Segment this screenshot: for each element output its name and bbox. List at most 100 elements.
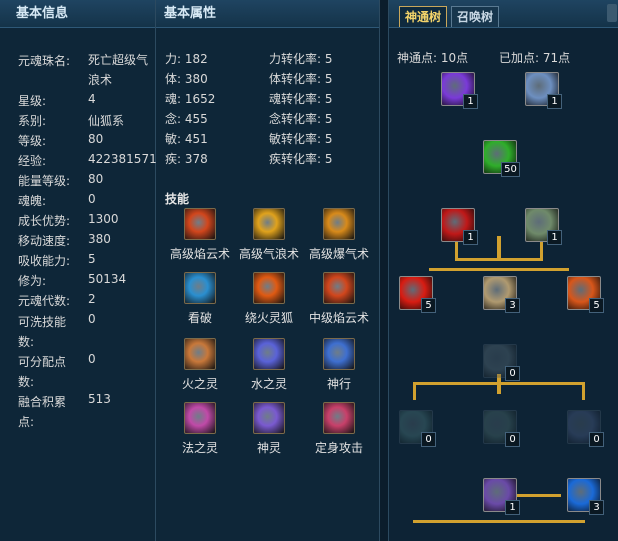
skill-slot[interactable]: 水之灵	[234, 338, 304, 392]
attribute-conversion-rate: 体转化率: 5	[269, 72, 333, 86]
flame-swirl-icon	[184, 208, 216, 240]
skill-name: 高级气浪术	[238, 247, 299, 261]
info-value: 2	[88, 292, 96, 306]
info-value: 0	[88, 352, 96, 366]
basic-info-title: 基本信息	[0, 0, 155, 28]
node-level-badge: 1	[463, 94, 478, 109]
skill-name: 火之灵	[181, 377, 218, 391]
node-level-badge: 1	[547, 94, 562, 109]
tree-tab-bar: 神通树 召唤树	[389, 0, 618, 28]
info-label: 成长优势:	[18, 214, 71, 228]
tree-connector	[497, 374, 501, 394]
node-level-badge: 0	[505, 366, 520, 381]
info-value: 仙狐系	[88, 114, 125, 128]
node-level-badge: 0	[421, 432, 436, 447]
tree-connector	[582, 382, 585, 400]
skill-slot[interactable]: 高级爆气术	[304, 208, 374, 262]
node-level-badge: 50	[501, 162, 520, 177]
skill-name: 神行	[326, 377, 351, 391]
info-value: 死亡超级气浪术	[88, 53, 149, 87]
fire-spirit-icon	[184, 338, 216, 370]
eye-icon	[184, 272, 216, 304]
skill-slot[interactable]: 看破	[165, 272, 235, 326]
tree-connector	[413, 520, 585, 523]
info-label: 能量等级:	[18, 174, 71, 188]
attribute-value: 敏: 451	[165, 132, 208, 146]
node-level-badge: 1	[547, 230, 562, 245]
attribute-value: 力: 182	[165, 52, 208, 66]
info-label: 星级:	[18, 94, 47, 108]
skill-slot[interactable]: 火之灵	[165, 338, 235, 392]
skill-slot[interactable]: 中级焰云术	[304, 272, 374, 326]
panel-edge-handle[interactable]	[607, 4, 617, 22]
skill-name: 定身攻击	[314, 441, 363, 455]
info-label: 经验:	[18, 154, 47, 168]
attribute-value: 念: 455	[165, 112, 208, 126]
skill-slot[interactable]: 绕火灵狐	[234, 272, 304, 326]
attribute-conversion-rate: 魂转化率: 5	[269, 92, 333, 106]
skill-name: 水之灵	[250, 377, 287, 391]
attributes-title: 基本属性	[156, 0, 379, 28]
info-label: 融合积累点:	[18, 395, 67, 429]
skill-name: 神灵	[256, 441, 281, 455]
added-points-label: 已加点: 71点	[499, 51, 571, 65]
node-level-badge: 1	[463, 230, 478, 245]
skill-slot[interactable]: 神灵	[234, 402, 304, 456]
attributes-panel: 基本属性 力: 182 力转化率: 5 体: 380 体转化率: 5 魂: 1652 魂转…	[156, 0, 380, 541]
skill-name: 中级焰云术	[308, 311, 369, 325]
attribute-value: 魂: 1652	[165, 92, 216, 106]
explosion-icon	[323, 208, 355, 240]
attribute-conversion-rate: 念转化率: 5	[269, 112, 333, 126]
attribute-conversion-rate: 敏转化率: 5	[269, 132, 333, 146]
tree-connector	[540, 238, 543, 260]
divine-points-label: 神通点: 10点	[397, 51, 469, 65]
skill-name: 高级爆气术	[308, 247, 369, 261]
fire-fox-icon	[253, 272, 285, 304]
tree-connector	[429, 268, 569, 271]
info-label: 移动速度:	[18, 234, 71, 248]
info-value: 80	[88, 132, 104, 146]
tree-connector	[413, 382, 416, 400]
tree-connector	[455, 258, 543, 261]
info-value: 1300	[88, 212, 119, 226]
skill-name: 高级焰云术	[169, 247, 230, 261]
locked-skill-icon[interactable]	[399, 410, 433, 444]
tree-connector	[517, 494, 561, 497]
bind-attack-icon	[323, 402, 355, 434]
skill-slot[interactable]: 法之灵	[165, 402, 235, 456]
info-label: 魂魄:	[18, 194, 47, 208]
info-label: 可洗技能数:	[18, 315, 67, 349]
skill-slot[interactable]: 高级气浪术	[234, 208, 304, 262]
node-level-badge: 0	[589, 432, 604, 447]
info-label: 修为:	[18, 274, 47, 288]
skill-slot[interactable]: 高级焰云术	[165, 208, 235, 262]
skill-name: 法之灵	[181, 441, 218, 455]
skill-slot[interactable]: 定身攻击	[304, 402, 374, 456]
info-value: 0	[88, 192, 96, 206]
info-label: 元魂代数:	[18, 294, 71, 308]
node-level-badge: 5	[589, 298, 604, 313]
info-value: 380	[88, 232, 111, 246]
skill-name: 绕火灵狐	[244, 311, 293, 325]
info-label: 等级:	[18, 134, 47, 148]
skills-title: 技能	[165, 192, 190, 206]
tab-divine-tree[interactable]: 神通树	[399, 6, 448, 27]
info-value: 80	[88, 172, 104, 186]
skill-slot[interactable]: 神行	[304, 338, 374, 392]
info-value: 4	[88, 92, 96, 106]
swift-rune-icon	[323, 338, 355, 370]
water-spirit-icon	[253, 338, 285, 370]
info-value: 50134	[88, 272, 127, 286]
divine-spirit-icon	[253, 402, 285, 434]
tab-summon-tree[interactable]: 召唤树	[451, 6, 500, 27]
node-level-badge: 3	[505, 298, 520, 313]
magic-spirit-icon	[184, 402, 216, 434]
node-level-badge: 0	[505, 432, 520, 447]
skill-name: 看破	[187, 311, 212, 325]
attribute-conversion-rate: 力转化率: 5	[269, 52, 333, 66]
node-level-badge: 5	[421, 298, 436, 313]
tree-connector	[497, 236, 501, 260]
info-label: 系别:	[18, 114, 47, 128]
wind-slash-icon	[253, 208, 285, 240]
attribute-value: 体: 380	[165, 72, 208, 86]
